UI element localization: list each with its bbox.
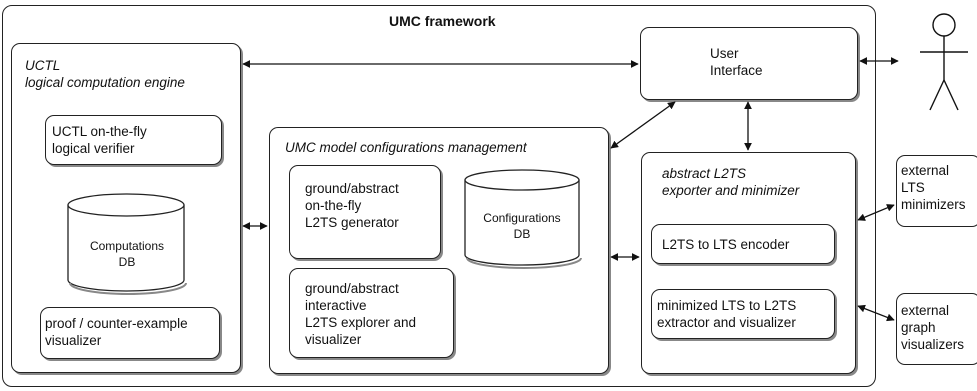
- l2ts-explorer-label: ground/abstract interactive L2TS explore…: [305, 281, 417, 347]
- l2ts-generator-box: [289, 165, 441, 259]
- l2ts-explorer-box: [289, 268, 454, 358]
- l2ts-generator-label: ground/abstract on-the-fly L2TS generato…: [305, 181, 399, 230]
- exporter-minimizer-title: abstract L2TS exporter and minimizer: [662, 166, 800, 198]
- uctl-verifier-label: UCTL on-the-fly logical verifier: [52, 124, 147, 156]
- l2ts-encoder-label: L2TS to LTS encoder: [662, 237, 790, 252]
- user-interface-label: User Interface: [710, 46, 763, 78]
- lts-extractor-label: minimized LTS to L2TS extractor and visu…: [657, 298, 797, 330]
- proof-visualizer-box: [40, 307, 220, 359]
- user-interface-box: [640, 27, 858, 100]
- configurations-db-label: Configurations DB: [483, 211, 561, 241]
- l2ts-encoder-box: [651, 224, 835, 264]
- external-visualizers-box: [896, 293, 977, 365]
- proof-visualizer-label: proof / counter-example visualizer: [45, 316, 188, 348]
- external-minimizers-label: external LTS minimizers: [901, 163, 966, 212]
- uctl-verifier-box: [45, 115, 222, 165]
- config-management-title: UMC model configurations management: [285, 140, 527, 155]
- user-figure-icon: [920, 13, 968, 111]
- framework-title: UMC framework: [389, 13, 496, 29]
- external-minimizers-box: [896, 155, 977, 227]
- computations-db-label: Computations DB: [89, 239, 165, 269]
- lts-extractor-box: [651, 289, 835, 339]
- external-visualizers-label: external graph visualizers: [901, 303, 965, 352]
- uctl-engine-title: UCTL logical computation engine: [25, 58, 185, 90]
